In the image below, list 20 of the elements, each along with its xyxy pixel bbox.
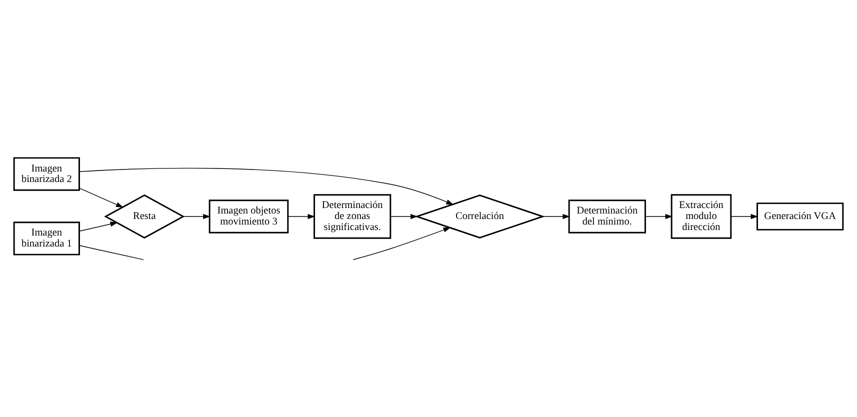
- arrow: [288, 213, 316, 219]
- node-diamond: Correlación: [414, 194, 546, 238]
- arrow: [542, 213, 570, 219]
- node-box: Determinación del mínimo.: [568, 199, 646, 233]
- node-box: Extracción modulo dirección: [670, 194, 732, 238]
- arrow: [79, 187, 124, 208]
- arrow: [79, 167, 454, 204]
- node-box: Determinación de zonas significativas.: [314, 194, 392, 238]
- connector: [79, 244, 144, 260]
- node-diamond: Resta: [104, 194, 185, 238]
- arrow: [390, 213, 418, 219]
- node-box: Imagen binarizada 1: [13, 221, 80, 255]
- arrow: [352, 226, 451, 260]
- node-box: Imagen binarizada 2: [13, 156, 80, 190]
- arrow: [183, 213, 210, 219]
- arrow: [644, 213, 673, 219]
- node-box: Generación VGA: [756, 202, 844, 230]
- node-box: Imagen objetos movimiento 3: [208, 199, 289, 233]
- arrow: [730, 213, 758, 219]
- arrow: [79, 221, 118, 232]
